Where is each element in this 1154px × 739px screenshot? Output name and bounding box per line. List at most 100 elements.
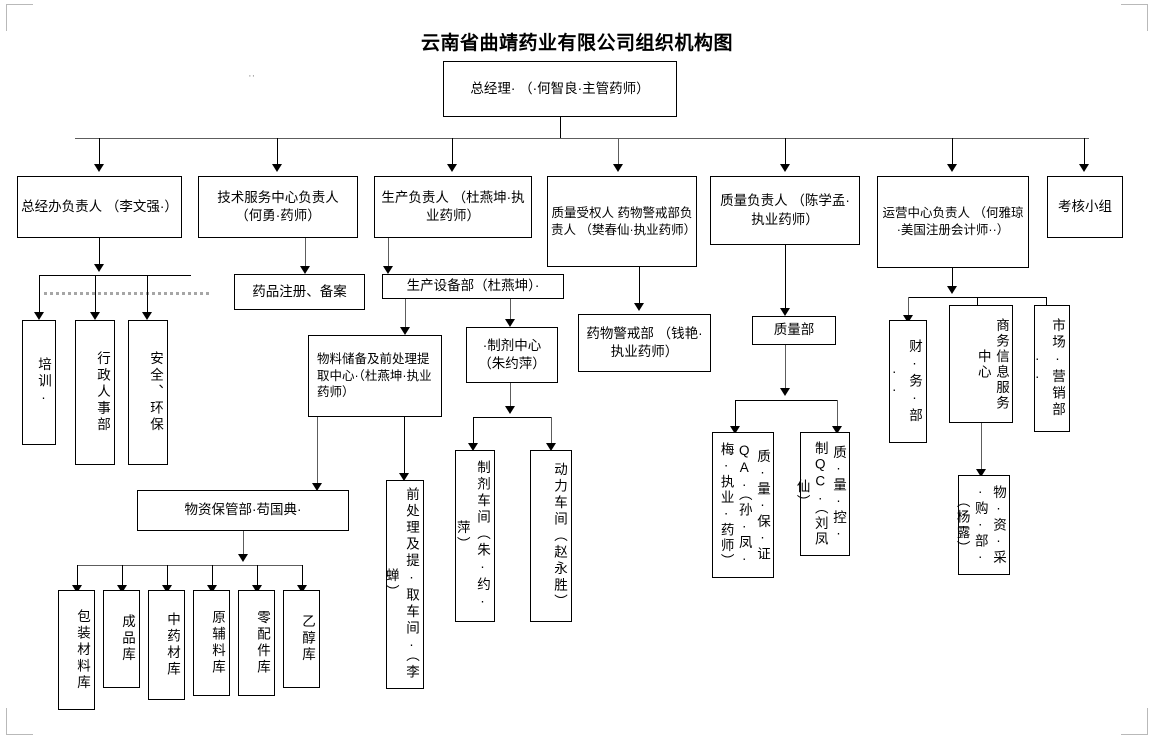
connector-bus-to-audit xyxy=(1084,138,1085,166)
node-production-head[interactable]: 生产负责人 （杜燕坤·执业药师） xyxy=(374,176,532,238)
node-quality-control-qc[interactable]: 质·量·控·制QC·（刘凤仙） xyxy=(795,432,850,556)
arrow-purchase xyxy=(976,469,986,477)
node-tech-service-center[interactable]: 技术服务中心负责人 （何勇·药师） xyxy=(198,176,358,238)
node-production-equipment-dept[interactable]: 生产设备部（杜燕坤）· xyxy=(382,274,564,299)
connector-matkeep-drop xyxy=(243,531,244,556)
node-qualified-person[interactable]: 质量受权人 药物警戒部负责人 （樊春仙·执业药师） xyxy=(547,176,697,267)
arrow-matkeep-drop xyxy=(238,554,248,562)
arrow-prodequip xyxy=(383,266,393,274)
arrow-prepcenter xyxy=(505,319,515,327)
connector-to-wh5 xyxy=(257,565,258,587)
node-warehouse-packaging[interactable]: 包装材料库 xyxy=(58,590,95,710)
decorative-dotted-line xyxy=(44,292,209,295)
arrow-matstore xyxy=(400,327,410,335)
node-quality-assurance-qa[interactable]: 质·量·保·证QA·（孙·凤·梅·执业·药师） xyxy=(712,432,774,578)
connector-to-wh6 xyxy=(302,565,303,587)
node-warehouse-finished-goods[interactable]: 成品库 xyxy=(103,590,140,688)
node-preparation-workshop[interactable]: 制剂车间（朱·约·萍） xyxy=(455,450,495,622)
node-finance-department[interactable]: 财·务·部·· xyxy=(887,320,927,443)
node-quality-head[interactable]: 质量负责人 （陈学孟·执业药师） xyxy=(710,176,860,245)
connector-to-wh2 xyxy=(122,565,123,587)
arrow-wh4 xyxy=(207,585,217,593)
page-title: 云南省曲靖药业有限公司组织机构图 xyxy=(420,33,733,54)
connector-bizinfo-drop xyxy=(981,423,982,471)
arrow-hr xyxy=(90,312,100,320)
connector-gm-drop xyxy=(560,117,561,139)
node-power-workshop[interactable]: 动力车间（赵永胜） xyxy=(530,450,572,622)
arrow-safety xyxy=(142,312,152,320)
connector-qp-drop xyxy=(639,267,640,305)
node-operation-center[interactable]: 运营中心负责人 （何雅琼·美国注册会计师··） xyxy=(877,176,1029,268)
node-safety-environment[interactable]: 安全、环保 xyxy=(128,320,168,465)
connector-prepcenter-bus xyxy=(473,417,551,418)
node-material-keeping-dept[interactable]: 物资保管部·苟国典· xyxy=(137,490,349,531)
arrow-gmoffice-drop xyxy=(94,264,104,272)
node-hr-department[interactable]: 行政人事部 xyxy=(75,320,115,465)
crop-mark-bottom-left xyxy=(6,708,33,735)
arrow-wh6 xyxy=(297,585,307,593)
connector-to-hr xyxy=(95,275,96,315)
node-warehouse-raw-excipients[interactable]: 原辅料库 xyxy=(193,590,230,696)
node-marketing-department[interactable]: 市场·营销部·· xyxy=(1030,305,1070,432)
connector-matstore-to-prepwork xyxy=(404,417,405,475)
node-training[interactable]: 培训· xyxy=(22,320,56,445)
node-warehouse-herbal-medicine[interactable]: 中药材库 xyxy=(148,590,185,700)
connector-bus-to-techsvc xyxy=(277,138,278,166)
arrow-qualdept-drop xyxy=(780,388,790,396)
node-warehouse-spare-parts[interactable]: 零配件库 xyxy=(238,590,275,696)
arrow-wh3 xyxy=(162,585,172,593)
arrow-qa xyxy=(730,426,740,434)
node-material-purchase-dept[interactable]: 物·资·采·购·部·（杨露） xyxy=(955,475,1010,575)
arrow-training xyxy=(34,312,44,320)
arrow-powerwork xyxy=(546,443,556,451)
node-general-manager[interactable]: 总经理· （·何智良·主管药师） xyxy=(443,61,677,117)
connector-to-wh4 xyxy=(212,565,213,587)
connector-opcenter-drop xyxy=(952,268,953,288)
arrow-gmoffice xyxy=(94,164,104,172)
connector-to-powerwork xyxy=(551,417,552,445)
connector-prodequip-to-matstore xyxy=(405,299,406,329)
connector-qahead-drop xyxy=(785,245,786,310)
node-preparation-center[interactable]: ·制剂中心 （朱约萍） xyxy=(466,327,558,383)
arrow-prod xyxy=(447,164,457,172)
arrow-wh1 xyxy=(72,585,82,593)
connector-warehouse-bus xyxy=(77,565,303,566)
stray-mark: ·· xyxy=(248,70,256,82)
crop-mark-bottom-right xyxy=(1121,708,1148,735)
arrow-drugreg xyxy=(300,266,310,274)
arrow-matkeep xyxy=(312,483,322,491)
crop-mark-top-right xyxy=(1121,4,1148,31)
connector-bus-to-qp xyxy=(618,138,619,166)
arrow-qc xyxy=(832,426,842,434)
arrow-opcenter xyxy=(947,164,957,172)
arrow-wh5 xyxy=(252,585,262,593)
node-audit-group[interactable]: 考核小组 xyxy=(1047,176,1123,238)
connector-qualdept-bus xyxy=(735,400,837,401)
connector-gmoffice-drop xyxy=(99,238,100,266)
connector-to-wh1 xyxy=(77,565,78,587)
connector-to-training xyxy=(39,275,40,315)
arrow-prepcenter-drop xyxy=(505,406,515,414)
connector-to-safety xyxy=(147,275,148,315)
arrow-formwork xyxy=(468,443,478,451)
connector-matstore-to-matkeep xyxy=(317,417,318,485)
node-business-info-service-center[interactable]: 商务信息服务中心 xyxy=(949,305,1013,423)
node-quality-department[interactable]: 质量部 xyxy=(752,316,836,345)
node-pretreatment-extraction-workshop[interactable]: 前处理及提·取车间·（李蝉） xyxy=(384,480,424,689)
node-gm-office[interactable]: 总经办负责人 （李文强·） xyxy=(17,176,182,238)
connector-to-qc xyxy=(837,400,838,428)
arrow-qualdept xyxy=(780,308,790,316)
arrow-qp xyxy=(613,164,623,172)
node-warehouse-ethanol[interactable]: 乙醇库 xyxy=(283,590,320,688)
connector-techsvc-drop xyxy=(305,238,306,268)
connector-prod-drop xyxy=(388,238,389,268)
node-pharmacovigilance-dept[interactable]: 药物警戒部 （钱艳·执业药师） xyxy=(578,314,711,372)
arrow-opcenter-drop xyxy=(947,286,957,294)
node-material-storage-center[interactable]: 物料储备及前处理提取中心·（杜燕坤·执业药师） xyxy=(308,335,442,417)
arrow-qahead xyxy=(780,164,790,172)
connector-to-qa xyxy=(735,400,736,428)
arrow-techsvc xyxy=(272,164,282,172)
node-drug-registration[interactable]: 药品注册、备案 xyxy=(234,274,365,310)
arrow-audit xyxy=(1079,164,1089,172)
